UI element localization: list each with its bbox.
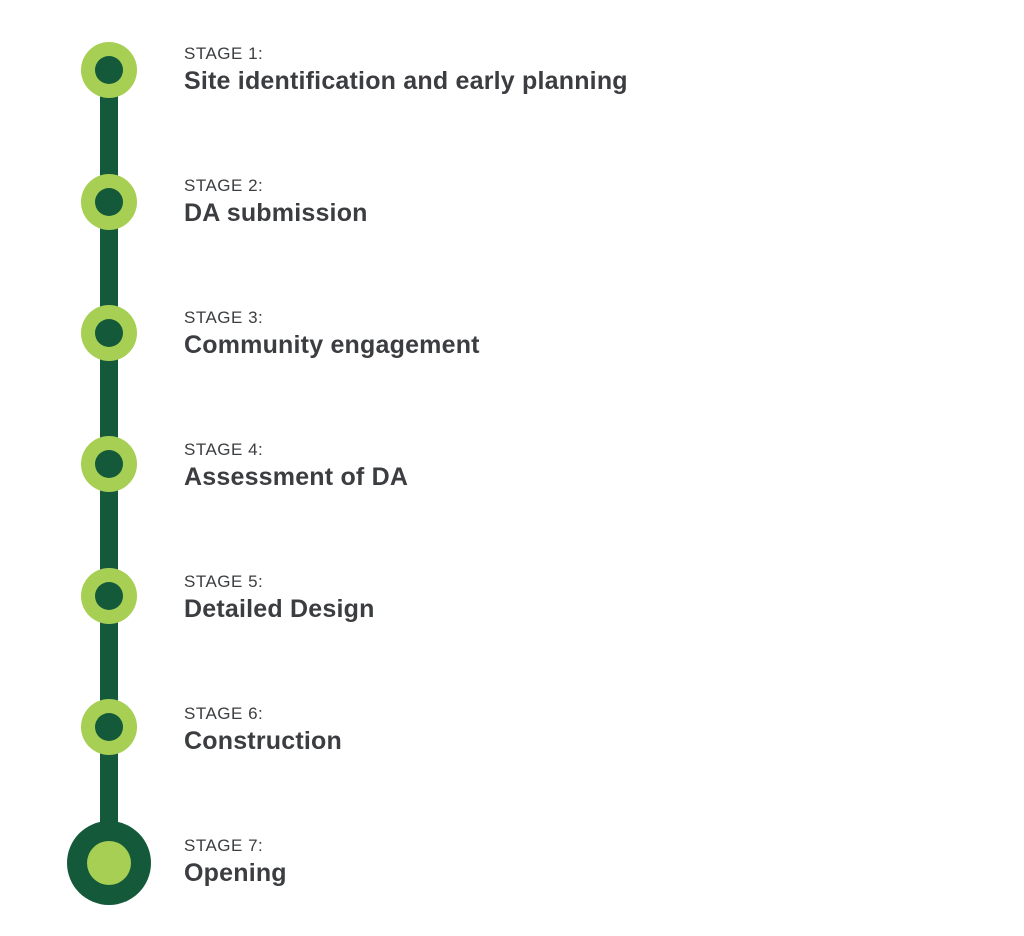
stage-4: STAGE 4: Assessment of DA bbox=[184, 440, 408, 492]
stage-5: STAGE 5: Detailed Design bbox=[184, 572, 375, 624]
stage-4-kicker: STAGE 4: bbox=[184, 440, 264, 459]
stage-7-title: Opening bbox=[184, 859, 287, 887]
stage-2-marker bbox=[81, 174, 137, 230]
stage-4-title: Assessment of DA bbox=[184, 463, 409, 491]
stage-3-marker bbox=[81, 305, 137, 361]
stage-5-title: Detailed Design bbox=[184, 595, 375, 623]
stage-6-marker-dot bbox=[95, 713, 123, 741]
stage-6-title: Construction bbox=[184, 727, 342, 755]
stage-3-marker-dot bbox=[95, 319, 123, 347]
stage-5-marker bbox=[81, 568, 137, 624]
stage-6-kicker: STAGE 6: bbox=[184, 704, 264, 723]
stage-5-kicker: STAGE 5: bbox=[184, 572, 264, 591]
stage-1-marker bbox=[81, 42, 137, 98]
stage-7-marker bbox=[67, 821, 151, 905]
stage-2-marker-dot bbox=[95, 188, 123, 216]
stage-7-marker-dot bbox=[87, 841, 131, 885]
stage-3-kicker: STAGE 3: bbox=[184, 308, 264, 327]
stage-1-marker-dot bbox=[95, 56, 123, 84]
stage-5-marker-dot bbox=[95, 582, 123, 610]
stage-1: STAGE 1: Site identification and early p… bbox=[184, 44, 628, 96]
stage-3: STAGE 3: Community engagement bbox=[184, 308, 480, 360]
stage-4-marker-dot bbox=[95, 450, 123, 478]
stage-7: STAGE 7: Opening bbox=[184, 836, 287, 888]
stage-2-kicker: STAGE 2: bbox=[184, 176, 264, 195]
stage-2-title: DA submission bbox=[184, 199, 368, 227]
stage-1-kicker: STAGE 1: bbox=[184, 44, 264, 63]
stage-4-marker bbox=[81, 436, 137, 492]
stage-6: STAGE 6: Construction bbox=[184, 704, 342, 756]
stage-7-kicker: STAGE 7: bbox=[184, 836, 264, 855]
stage-6-marker bbox=[81, 699, 137, 755]
stage-2: STAGE 2: DA submission bbox=[184, 176, 368, 228]
stage-1-title: Site identification and early planning bbox=[184, 67, 628, 95]
stage-3-title: Community engagement bbox=[184, 331, 480, 359]
